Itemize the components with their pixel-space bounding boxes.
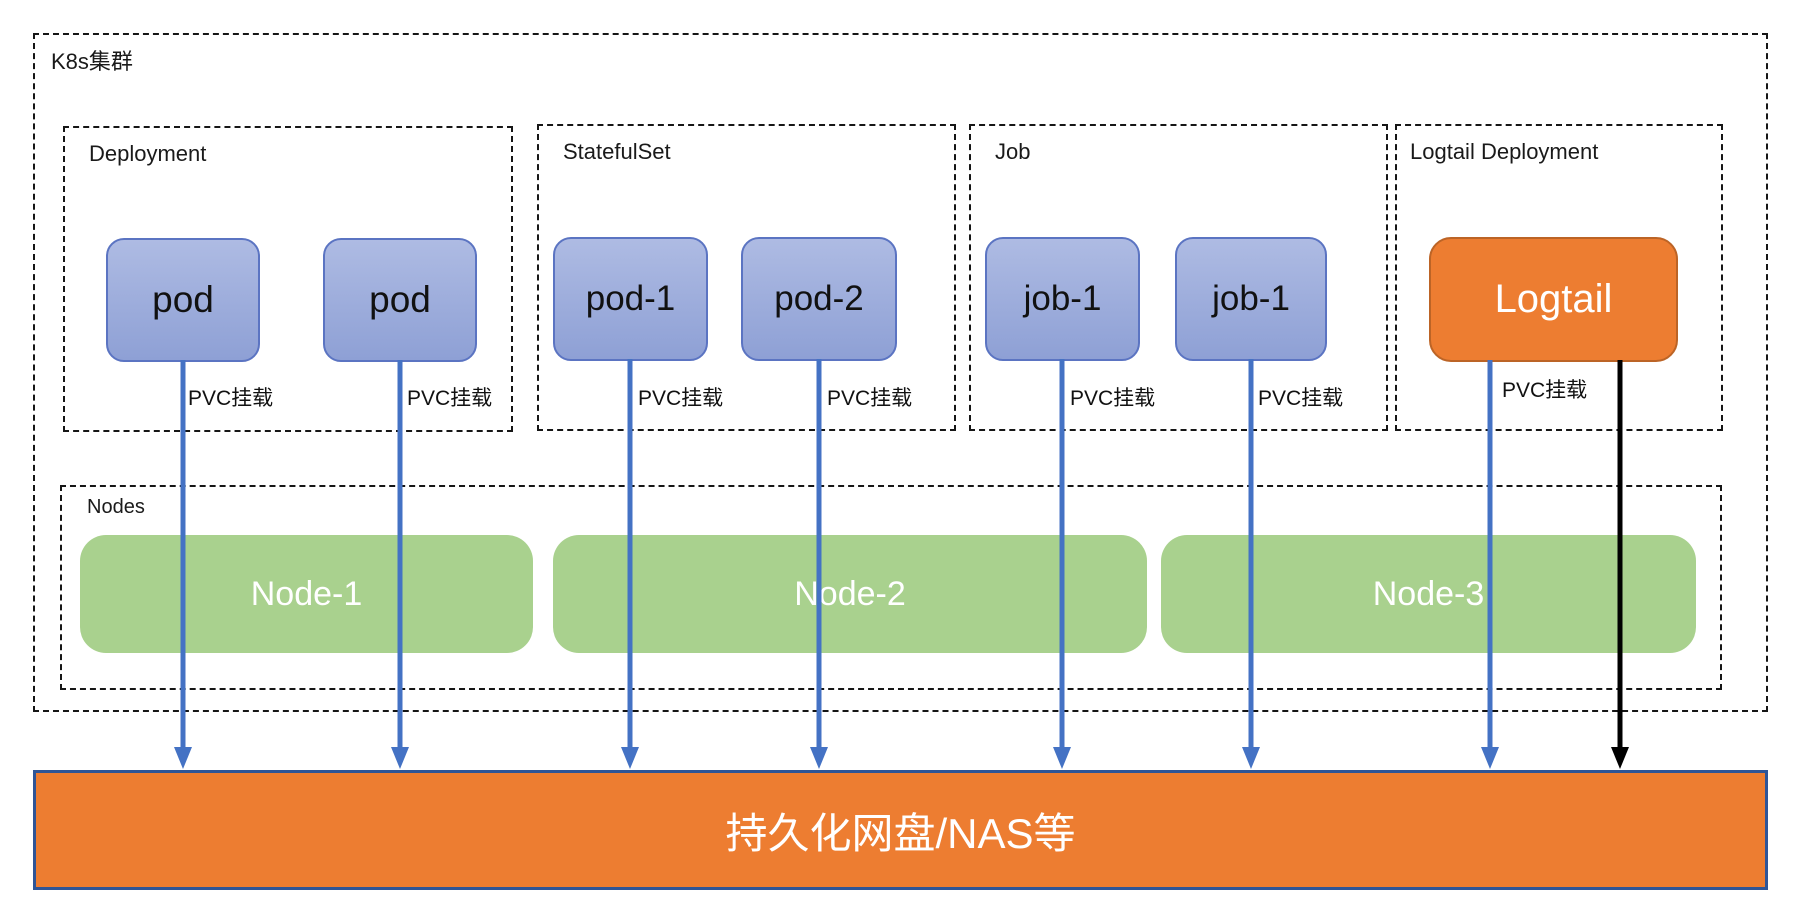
storage-bar: 持久化网盘/NAS等 [33, 770, 1768, 890]
nodes-box: Nodes [60, 485, 1722, 690]
logtail-box: Logtail [1429, 237, 1678, 362]
pod-box: pod-2 [741, 237, 897, 361]
pod-box: pod-1 [553, 237, 708, 361]
pod-box: pod [106, 238, 260, 362]
node-box: Node-1 [80, 535, 533, 653]
pvc-mount-label: PVC挂载 [1502, 379, 1588, 402]
nodes-title: Nodes [87, 496, 145, 518]
group-box-statefulset: StatefulSet [537, 124, 956, 431]
pod-label: pod-2 [774, 279, 864, 318]
logtail-label: Logtail [1494, 277, 1613, 321]
group-title-statefulset: StatefulSet [563, 139, 671, 164]
pod-box: job-1 [1175, 237, 1327, 361]
pod-box: pod [323, 238, 477, 362]
pod-box: job-1 [985, 237, 1140, 361]
pvc-mount-label: PVC挂载 [188, 387, 274, 410]
group-box-deployment: Deployment [63, 126, 513, 432]
node-label: Node-3 [1372, 574, 1485, 613]
cluster-title: K8s集群 [51, 49, 133, 74]
pvc-mount-label: PVC挂载 [827, 387, 913, 410]
pod-label: job-1 [1212, 279, 1290, 318]
group-box-logtail-deployment: Logtail Deployment [1395, 124, 1723, 431]
k8s-cluster-box: K8s集群 [33, 33, 1768, 712]
pod-label: pod [152, 279, 214, 320]
pod-label: pod-1 [585, 279, 676, 318]
pod-label: pod [369, 279, 431, 320]
group-title-job: Job [995, 139, 1031, 164]
group-box-job: Job [969, 124, 1388, 431]
pvc-mount-label: PVC挂载 [638, 387, 724, 410]
node-label: Node-2 [794, 574, 906, 613]
pvc-mount-label: PVC挂载 [407, 387, 493, 410]
group-title-logtail-deployment: Logtail Deployment [1410, 139, 1599, 164]
pod-label: job-1 [1023, 279, 1102, 318]
node-box: Node-3 [1161, 535, 1696, 653]
pvc-mount-label: PVC挂载 [1070, 387, 1156, 410]
node-label: Node-1 [250, 574, 363, 613]
pvc-mount-label: PVC挂载 [1258, 387, 1344, 410]
group-title-deployment: Deployment [89, 141, 207, 166]
node-box: Node-2 [553, 535, 1147, 653]
storage-label: 持久化网盘/NAS等 [725, 809, 1076, 857]
